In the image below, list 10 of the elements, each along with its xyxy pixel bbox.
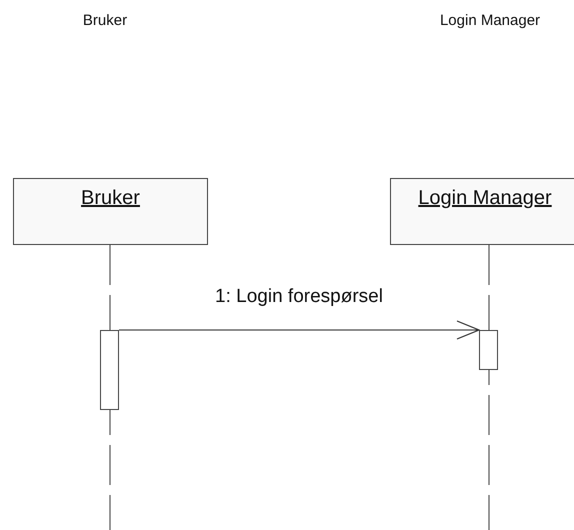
object-name: Login Manager (418, 187, 552, 210)
object-box (390, 178, 574, 245)
message-label: 1: Login forespørsel (215, 286, 383, 308)
lifeline-heading: Login Manager (440, 12, 540, 29)
activation-bar (100, 330, 119, 410)
object-name: Bruker (81, 187, 140, 210)
activation-bar (479, 330, 498, 370)
object-box (13, 178, 208, 245)
lifeline-heading: Bruker (82, 12, 128, 29)
message-arrow (118, 320, 480, 340)
